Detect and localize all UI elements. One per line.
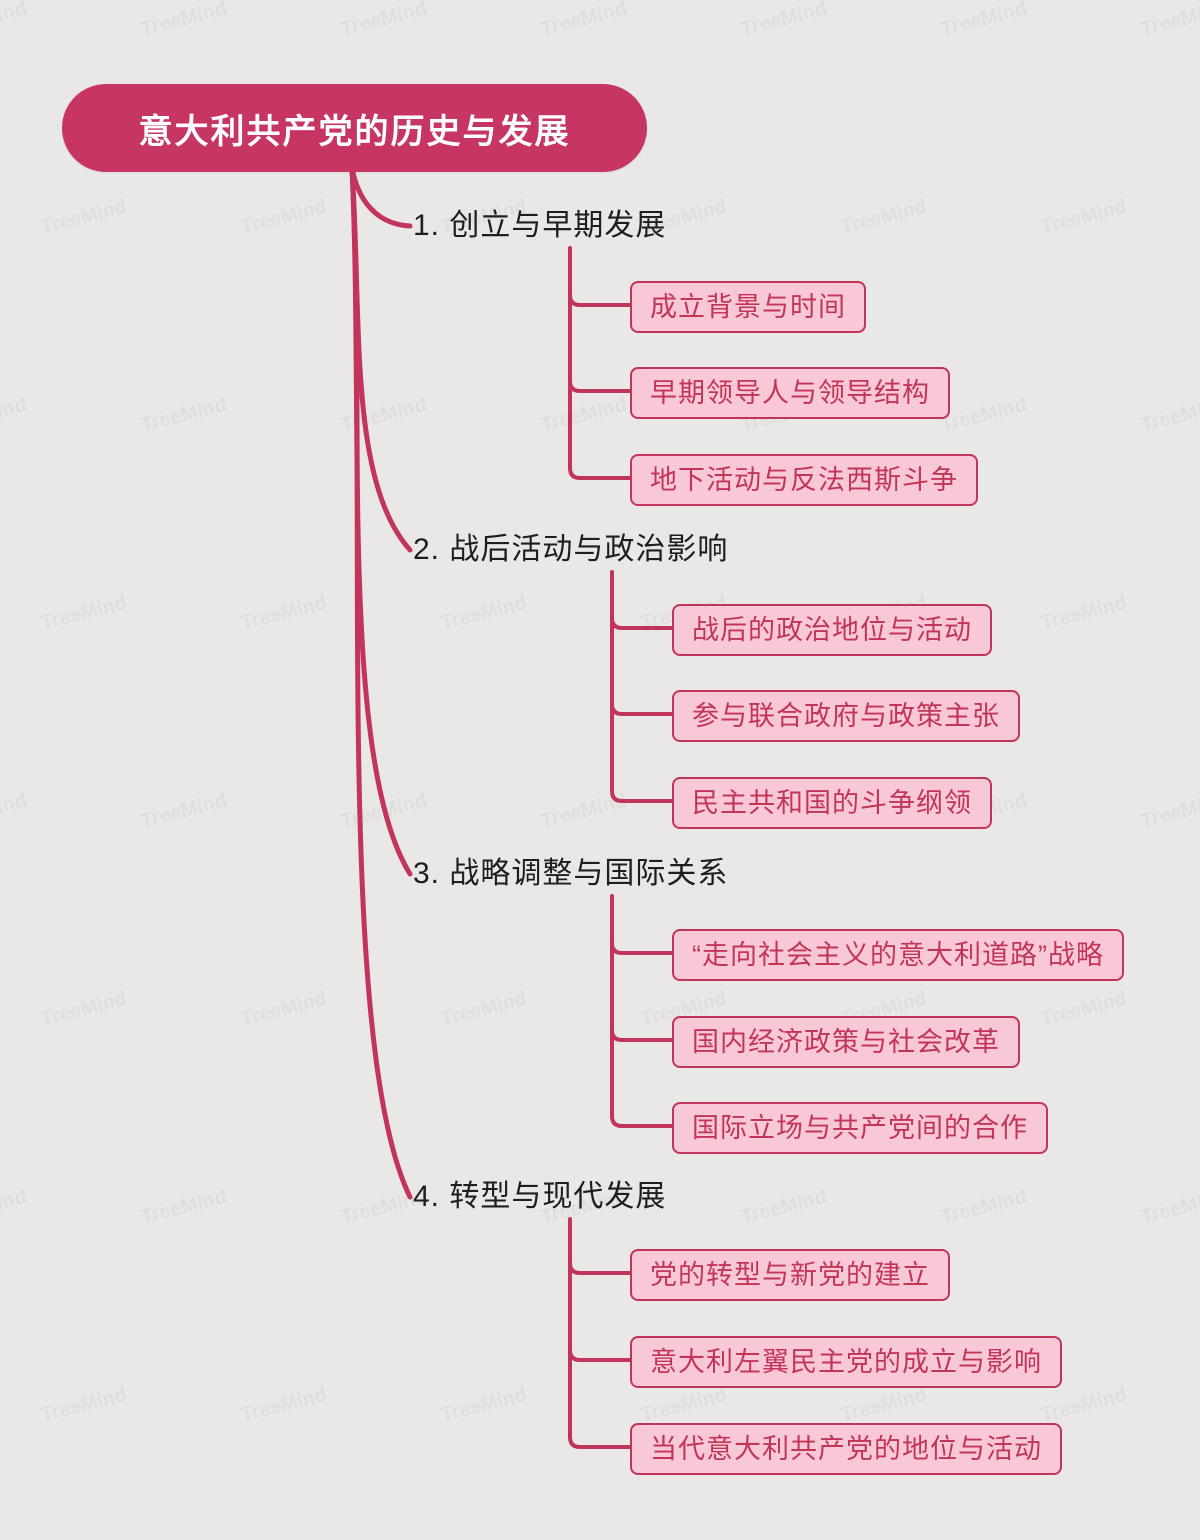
topic-node[interactable]: 地下活动与反法西斯斗争 <box>630 454 978 506</box>
topic-node[interactable]: 参与联合政府与政策主张 <box>672 690 1020 742</box>
topic-node[interactable]: 国内经济政策与社会改革 <box>672 1016 1020 1068</box>
branch-heading-2[interactable]: 2. 战后活动与政治影响 <box>413 533 729 566</box>
trunk-branch-1 <box>349 165 413 229</box>
topic-node[interactable]: 早期领导人与领导结构 <box>630 367 950 419</box>
topic-node[interactable]: 意大利左翼民主党的成立与影响 <box>630 1336 1062 1388</box>
elbow-branch-2-child-1 <box>610 616 674 630</box>
topic-node[interactable]: 民主共和国的斗争纲领 <box>672 777 992 829</box>
topic-node[interactable]: 当代意大利共产党的地位与活动 <box>630 1423 1062 1475</box>
elbow-branch-1-child-1 <box>568 293 632 307</box>
elbow-branch-4-child-2 <box>568 1348 632 1362</box>
elbow-branch-3-spine <box>610 894 674 1128</box>
branch-heading-3[interactable]: 3. 战略调整与国际关系 <box>413 857 729 890</box>
trunk-branch-4 <box>349 165 413 1200</box>
elbow-branch-3-child-2 <box>610 1028 674 1042</box>
elbow-branch-2-child-2 <box>610 702 674 716</box>
elbow-branch-4-spine <box>568 1217 632 1449</box>
topic-node[interactable]: 国际立场与共产党间的合作 <box>672 1102 1048 1154</box>
elbow-branch-3-child-1 <box>610 941 674 955</box>
branch-heading-4[interactable]: 4. 转型与现代发展 <box>413 1180 667 1213</box>
root-node-label: 意大利共产党的历史与发展 <box>138 112 571 151</box>
topic-node[interactable]: 战后的政治地位与活动 <box>672 604 992 656</box>
topic-node[interactable]: 党的转型与新党的建立 <box>630 1249 950 1301</box>
topic-node[interactable]: “走向社会主义的意大利道路”战略 <box>672 929 1124 981</box>
elbow-branch-2-spine <box>610 570 674 803</box>
elbow-branch-1-child-2 <box>568 379 632 393</box>
root-node[interactable]: 意大利共产党的历史与发展 <box>62 84 647 172</box>
branch-heading-1[interactable]: 1. 创立与早期发展 <box>413 209 667 242</box>
topic-node[interactable]: 成立背景与时间 <box>630 281 866 333</box>
elbow-branch-1-spine <box>568 246 632 480</box>
elbow-branch-4-child-1 <box>568 1261 632 1275</box>
